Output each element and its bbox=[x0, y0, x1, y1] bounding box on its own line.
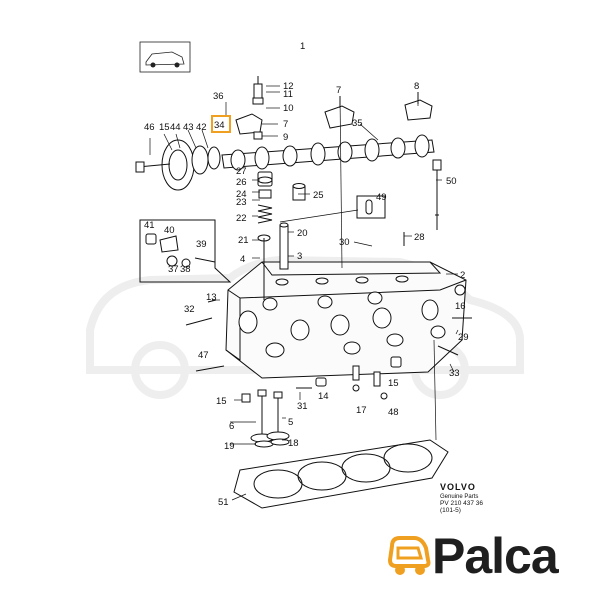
part-label-41: 41 bbox=[144, 220, 155, 231]
vehicle-thumbnail-icon bbox=[139, 41, 191, 73]
part-label-15a: 15 bbox=[159, 122, 170, 133]
detail-box-38-41 bbox=[139, 219, 232, 283]
figure-number: 1 bbox=[300, 41, 305, 52]
bearing-cap-small bbox=[235, 76, 264, 140]
leader-lines bbox=[149, 85, 459, 501]
part-number-labels: 1 12 11 10 7 8 7 9 35 36 34 46 15 44 43 … bbox=[144, 41, 469, 508]
part-label-7: 7 bbox=[336, 85, 341, 96]
part-label-10: 10 bbox=[283, 103, 294, 114]
part-label-5: 5 bbox=[288, 417, 293, 428]
part-label-13: 13 bbox=[206, 292, 217, 303]
part-label-32: 32 bbox=[184, 304, 195, 315]
part-label-44: 44 bbox=[170, 122, 181, 133]
part-label-34: 34 bbox=[214, 120, 225, 131]
logo-wordmark: Palca bbox=[432, 528, 559, 584]
svg-text:Genuine Parts: Genuine Parts bbox=[440, 494, 478, 500]
part-label-33: 33 bbox=[449, 368, 460, 379]
palca-logo: Palca bbox=[388, 528, 578, 588]
cylinder-head bbox=[225, 261, 467, 379]
part-label-40: 40 bbox=[164, 225, 175, 236]
cam-pulley bbox=[135, 139, 221, 191]
highlight-box-34 bbox=[211, 115, 231, 133]
svg-text:VOLVO: VOLVO bbox=[440, 482, 476, 492]
part-label-23: 23 bbox=[236, 197, 247, 208]
part-label-6: 6 bbox=[229, 421, 234, 432]
bearing-cap-front bbox=[324, 96, 355, 129]
part-label-38: 38 bbox=[180, 264, 191, 275]
part-label-7b: 7 bbox=[283, 119, 288, 130]
part-label-27: 27 bbox=[236, 166, 247, 177]
part-label-11: 11 bbox=[283, 89, 293, 100]
part-label-15c: 15 bbox=[388, 378, 399, 389]
part-label-42: 42 bbox=[196, 122, 207, 133]
bush-25 bbox=[292, 183, 306, 201]
part-label-2: 2 bbox=[460, 270, 465, 281]
svg-text:(101-5): (101-5) bbox=[440, 507, 461, 514]
part-label-49: 49 bbox=[376, 192, 387, 203]
head-gasket bbox=[233, 439, 449, 509]
part-label-30: 30 bbox=[339, 237, 350, 248]
valves bbox=[250, 389, 290, 448]
part-label-24: 24 bbox=[236, 189, 247, 200]
part-label-37: 37 bbox=[168, 264, 179, 275]
small-parts bbox=[241, 356, 402, 403]
part-label-31: 31 bbox=[297, 401, 308, 412]
part-label-21: 21 bbox=[238, 235, 249, 246]
part-label-43: 43 bbox=[183, 122, 194, 133]
part-label-17: 17 bbox=[356, 405, 367, 416]
part-label-50: 50 bbox=[446, 176, 457, 187]
svg-text:PV 210 437 36: PV 210 437 36 bbox=[440, 500, 483, 507]
part-label-29: 29 bbox=[458, 332, 469, 343]
part-label-16: 16 bbox=[455, 301, 466, 312]
bearing-cap-rear bbox=[404, 92, 433, 121]
part-label-3: 3 bbox=[297, 251, 302, 262]
part-label-28: 28 bbox=[414, 232, 425, 243]
detail-box-49 bbox=[356, 195, 386, 219]
part-label-20: 20 bbox=[297, 228, 308, 239]
part-label-48: 48 bbox=[388, 407, 399, 418]
part-label-35: 35 bbox=[352, 118, 363, 129]
part-label-9: 9 bbox=[283, 132, 288, 143]
car-icon bbox=[388, 536, 431, 575]
valve-guide bbox=[279, 222, 289, 270]
part-label-14: 14 bbox=[318, 391, 329, 402]
part-label-26: 26 bbox=[236, 177, 247, 188]
camshaft bbox=[221, 134, 435, 171]
part-label-47: 47 bbox=[198, 350, 209, 361]
brand-stamp: VOLVO Genuine Parts PV 210 437 36 (101-5… bbox=[440, 482, 483, 514]
part-label-12: 12 bbox=[283, 81, 294, 92]
part-label-36: 36 bbox=[213, 91, 224, 102]
part-label-51: 51 bbox=[218, 497, 229, 508]
part-label-18: 18 bbox=[288, 438, 299, 449]
part-label-19: 19 bbox=[224, 441, 235, 452]
side-studs bbox=[185, 284, 472, 372]
part-label-39: 39 bbox=[196, 239, 207, 250]
part-label-8: 8 bbox=[414, 81, 419, 92]
part-label-46: 46 bbox=[144, 122, 155, 133]
part-label-22: 22 bbox=[236, 213, 247, 224]
part-label-15b: 15 bbox=[216, 396, 227, 407]
part-label-4: 4 bbox=[240, 254, 245, 265]
part-label-25: 25 bbox=[313, 190, 324, 201]
